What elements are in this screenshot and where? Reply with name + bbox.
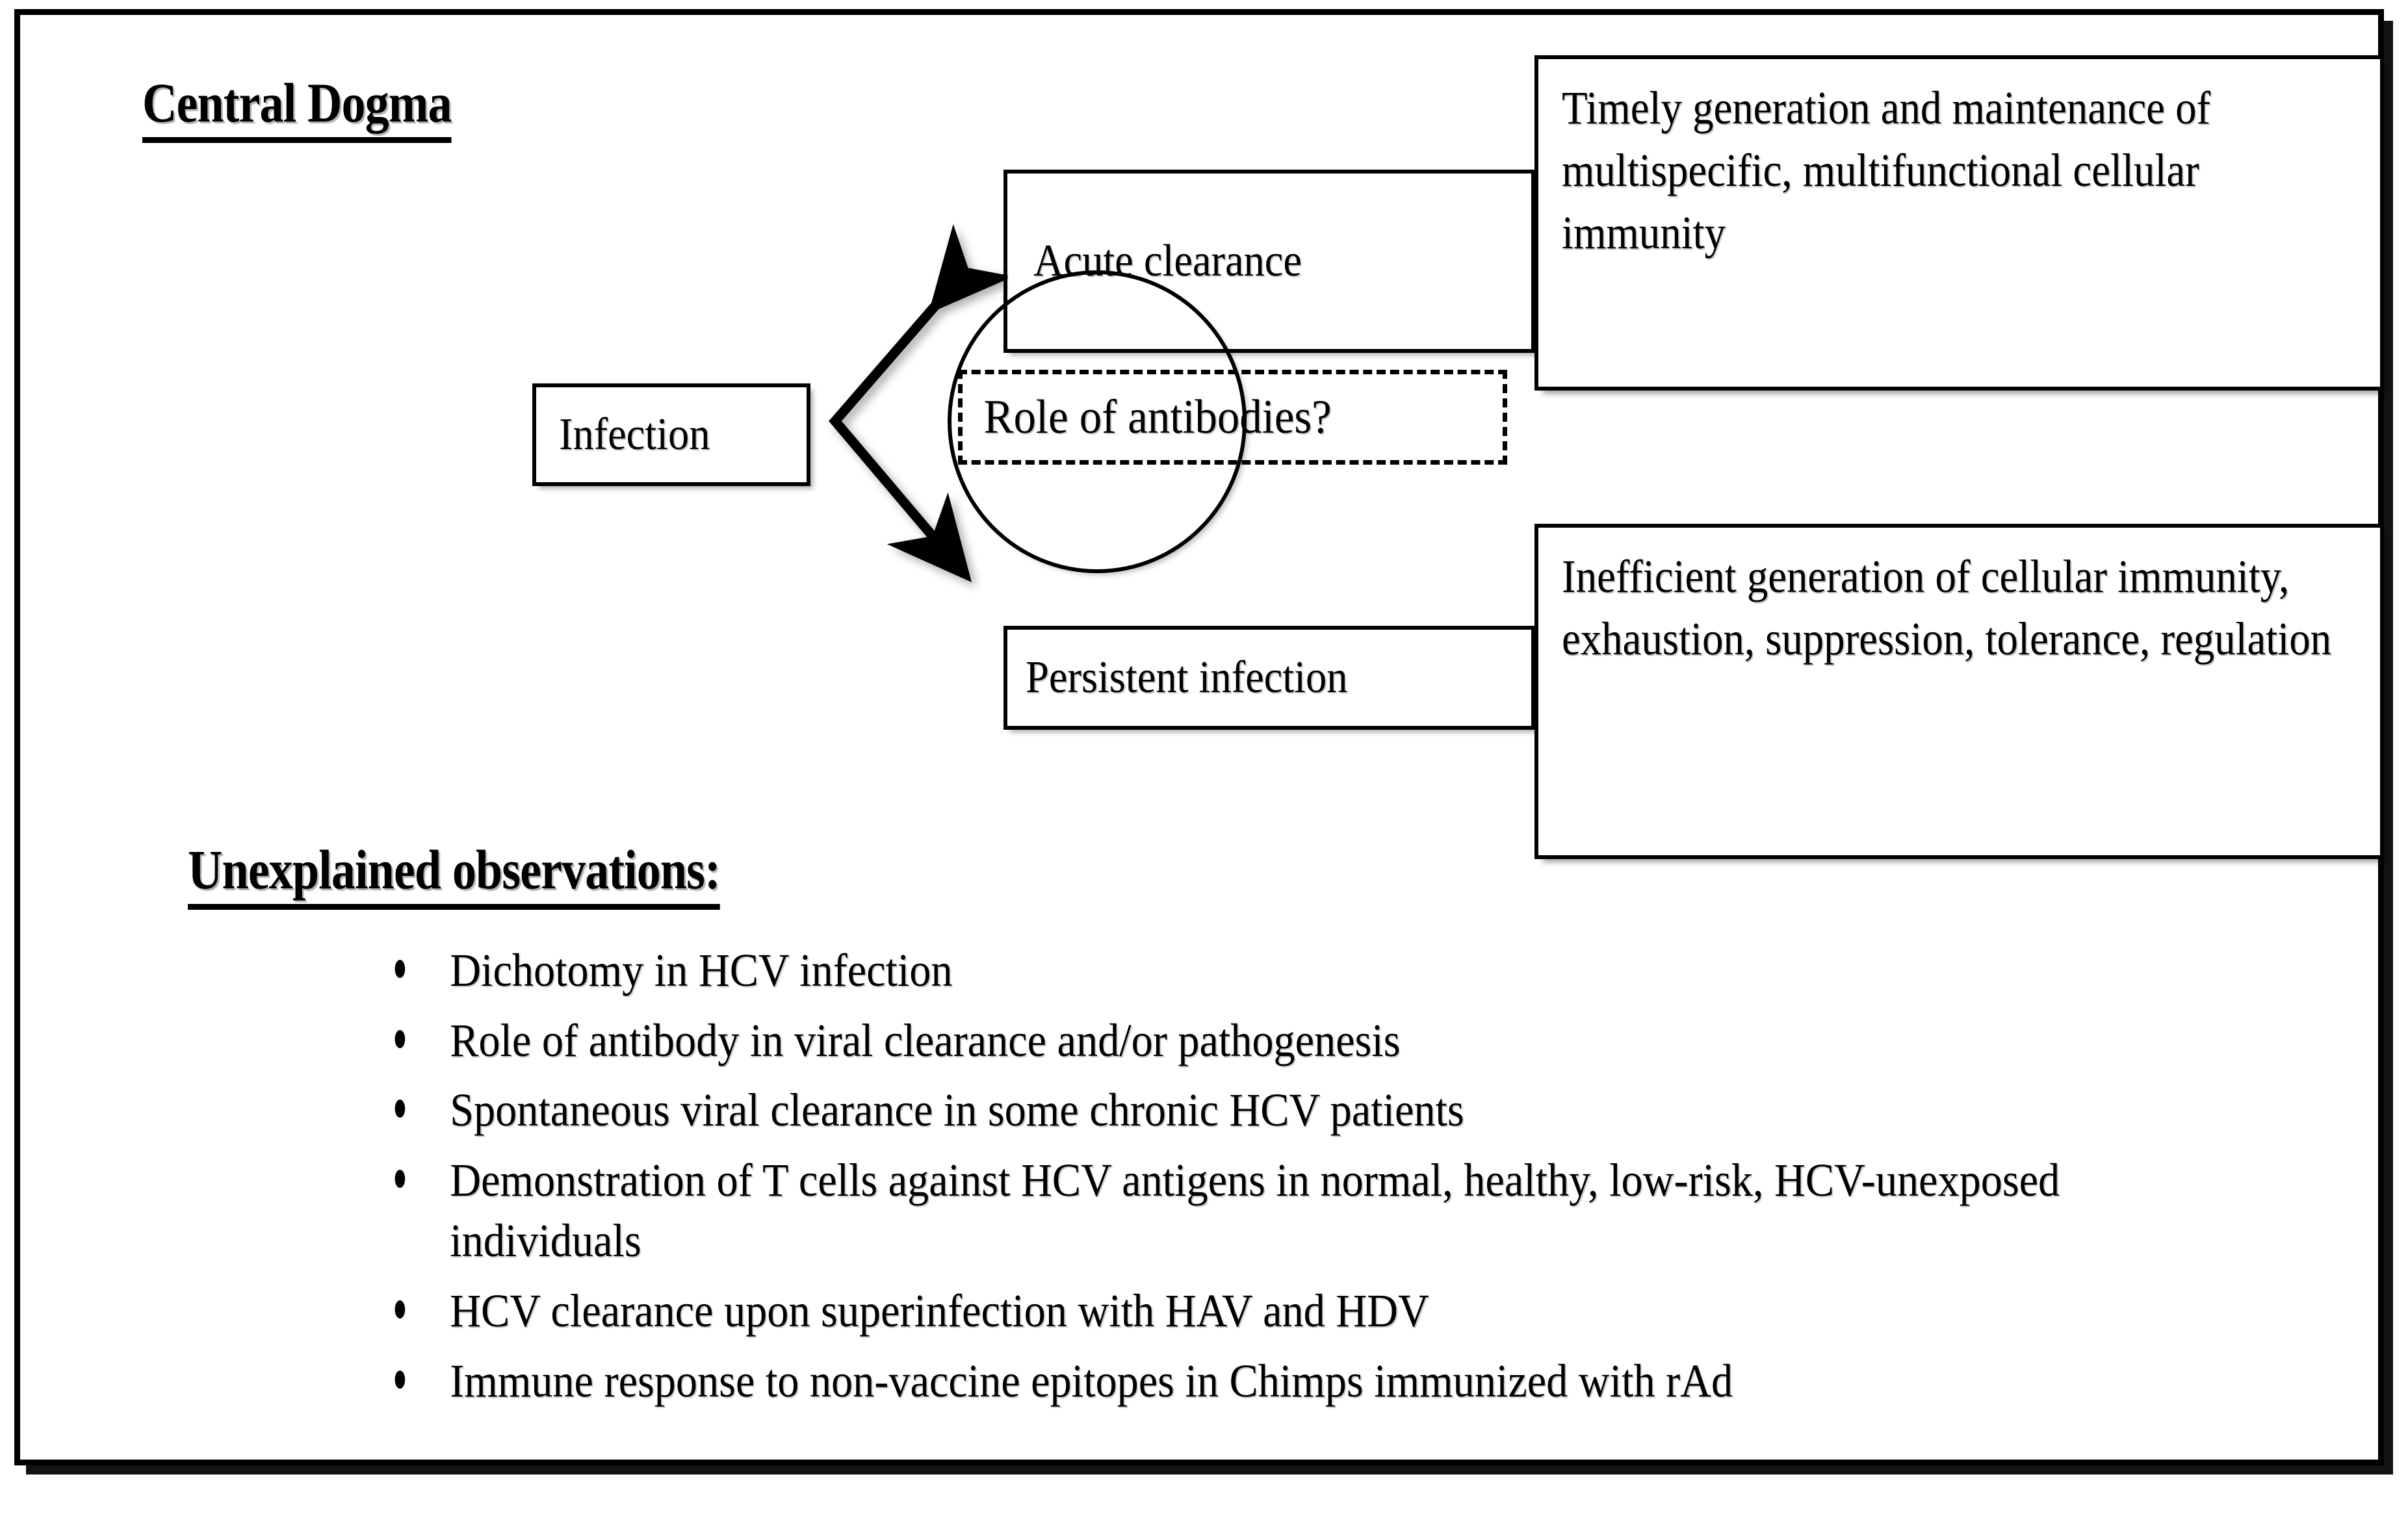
page-title: Central Dogma bbox=[142, 75, 452, 143]
observations-heading-text: Unexplained observations: bbox=[188, 842, 721, 910]
list-item-text: Demonstration of T cells against HCV ant… bbox=[450, 1153, 2060, 1267]
panel-acute-clearance-text: Timely generation and maintenance of mul… bbox=[1562, 82, 2211, 259]
list-item-text: Immune response to non-vaccine epitopes … bbox=[450, 1354, 1733, 1407]
bullet-dot-icon bbox=[395, 960, 406, 978]
list-item: HCV clearance upon superinfection with H… bbox=[384, 1281, 2178, 1342]
bullet-dot-icon bbox=[395, 1029, 406, 1048]
node-persistent-infection-label: Persistent infection bbox=[1026, 652, 1348, 703]
list-item: Demonstration of T cells against HCV ant… bbox=[384, 1150, 2178, 1272]
list-item: Immune response to non-vaccine epitopes … bbox=[384, 1351, 2178, 1412]
panel-acute-clearance-explanation: Timely generation and maintenance of mul… bbox=[1534, 55, 2384, 391]
list-item: Role of antibody in viral clearance and/… bbox=[384, 1011, 2178, 1072]
node-infection-label: Infection bbox=[559, 409, 710, 460]
list-item-text: Dichotomy in HCV infection bbox=[450, 944, 953, 996]
bullet-dot-icon bbox=[395, 1169, 406, 1188]
node-role-of-antibodies: Role of antibodies? bbox=[958, 370, 1507, 465]
list-item-text: HCV clearance upon superinfection with H… bbox=[450, 1284, 1429, 1337]
panel-persistent-infection-explanation: Inefficient generation of cellular immun… bbox=[1534, 524, 2384, 859]
slide-frame: Central Dogma Infection Acute clearance … bbox=[14, 9, 2384, 1465]
bullet-dot-icon bbox=[395, 1100, 406, 1118]
node-role-of-antibodies-label: Role of antibodies? bbox=[983, 390, 1332, 444]
list-item-text: Role of antibody in viral clearance and/… bbox=[450, 1014, 1401, 1066]
observations-heading: Unexplained observations: bbox=[188, 842, 721, 910]
list-item: Spontaneous viral clearance in some chro… bbox=[384, 1080, 2178, 1141]
observations-list: Dichotomy in HCV infection Role of antib… bbox=[384, 940, 2334, 1421]
node-infection: Infection bbox=[532, 383, 810, 486]
page-title-text: Central Dogma bbox=[142, 75, 452, 143]
list-item: Dichotomy in HCV infection bbox=[384, 940, 2178, 1001]
bullet-dot-icon bbox=[395, 1370, 406, 1389]
bullet-dot-icon bbox=[395, 1300, 406, 1319]
list-item-text: Spontaneous viral clearance in some chro… bbox=[450, 1084, 1464, 1137]
node-persistent-infection: Persistent infection bbox=[1003, 626, 1535, 730]
panel-persistent-infection-text: Inefficient generation of cellular immun… bbox=[1562, 550, 2332, 665]
